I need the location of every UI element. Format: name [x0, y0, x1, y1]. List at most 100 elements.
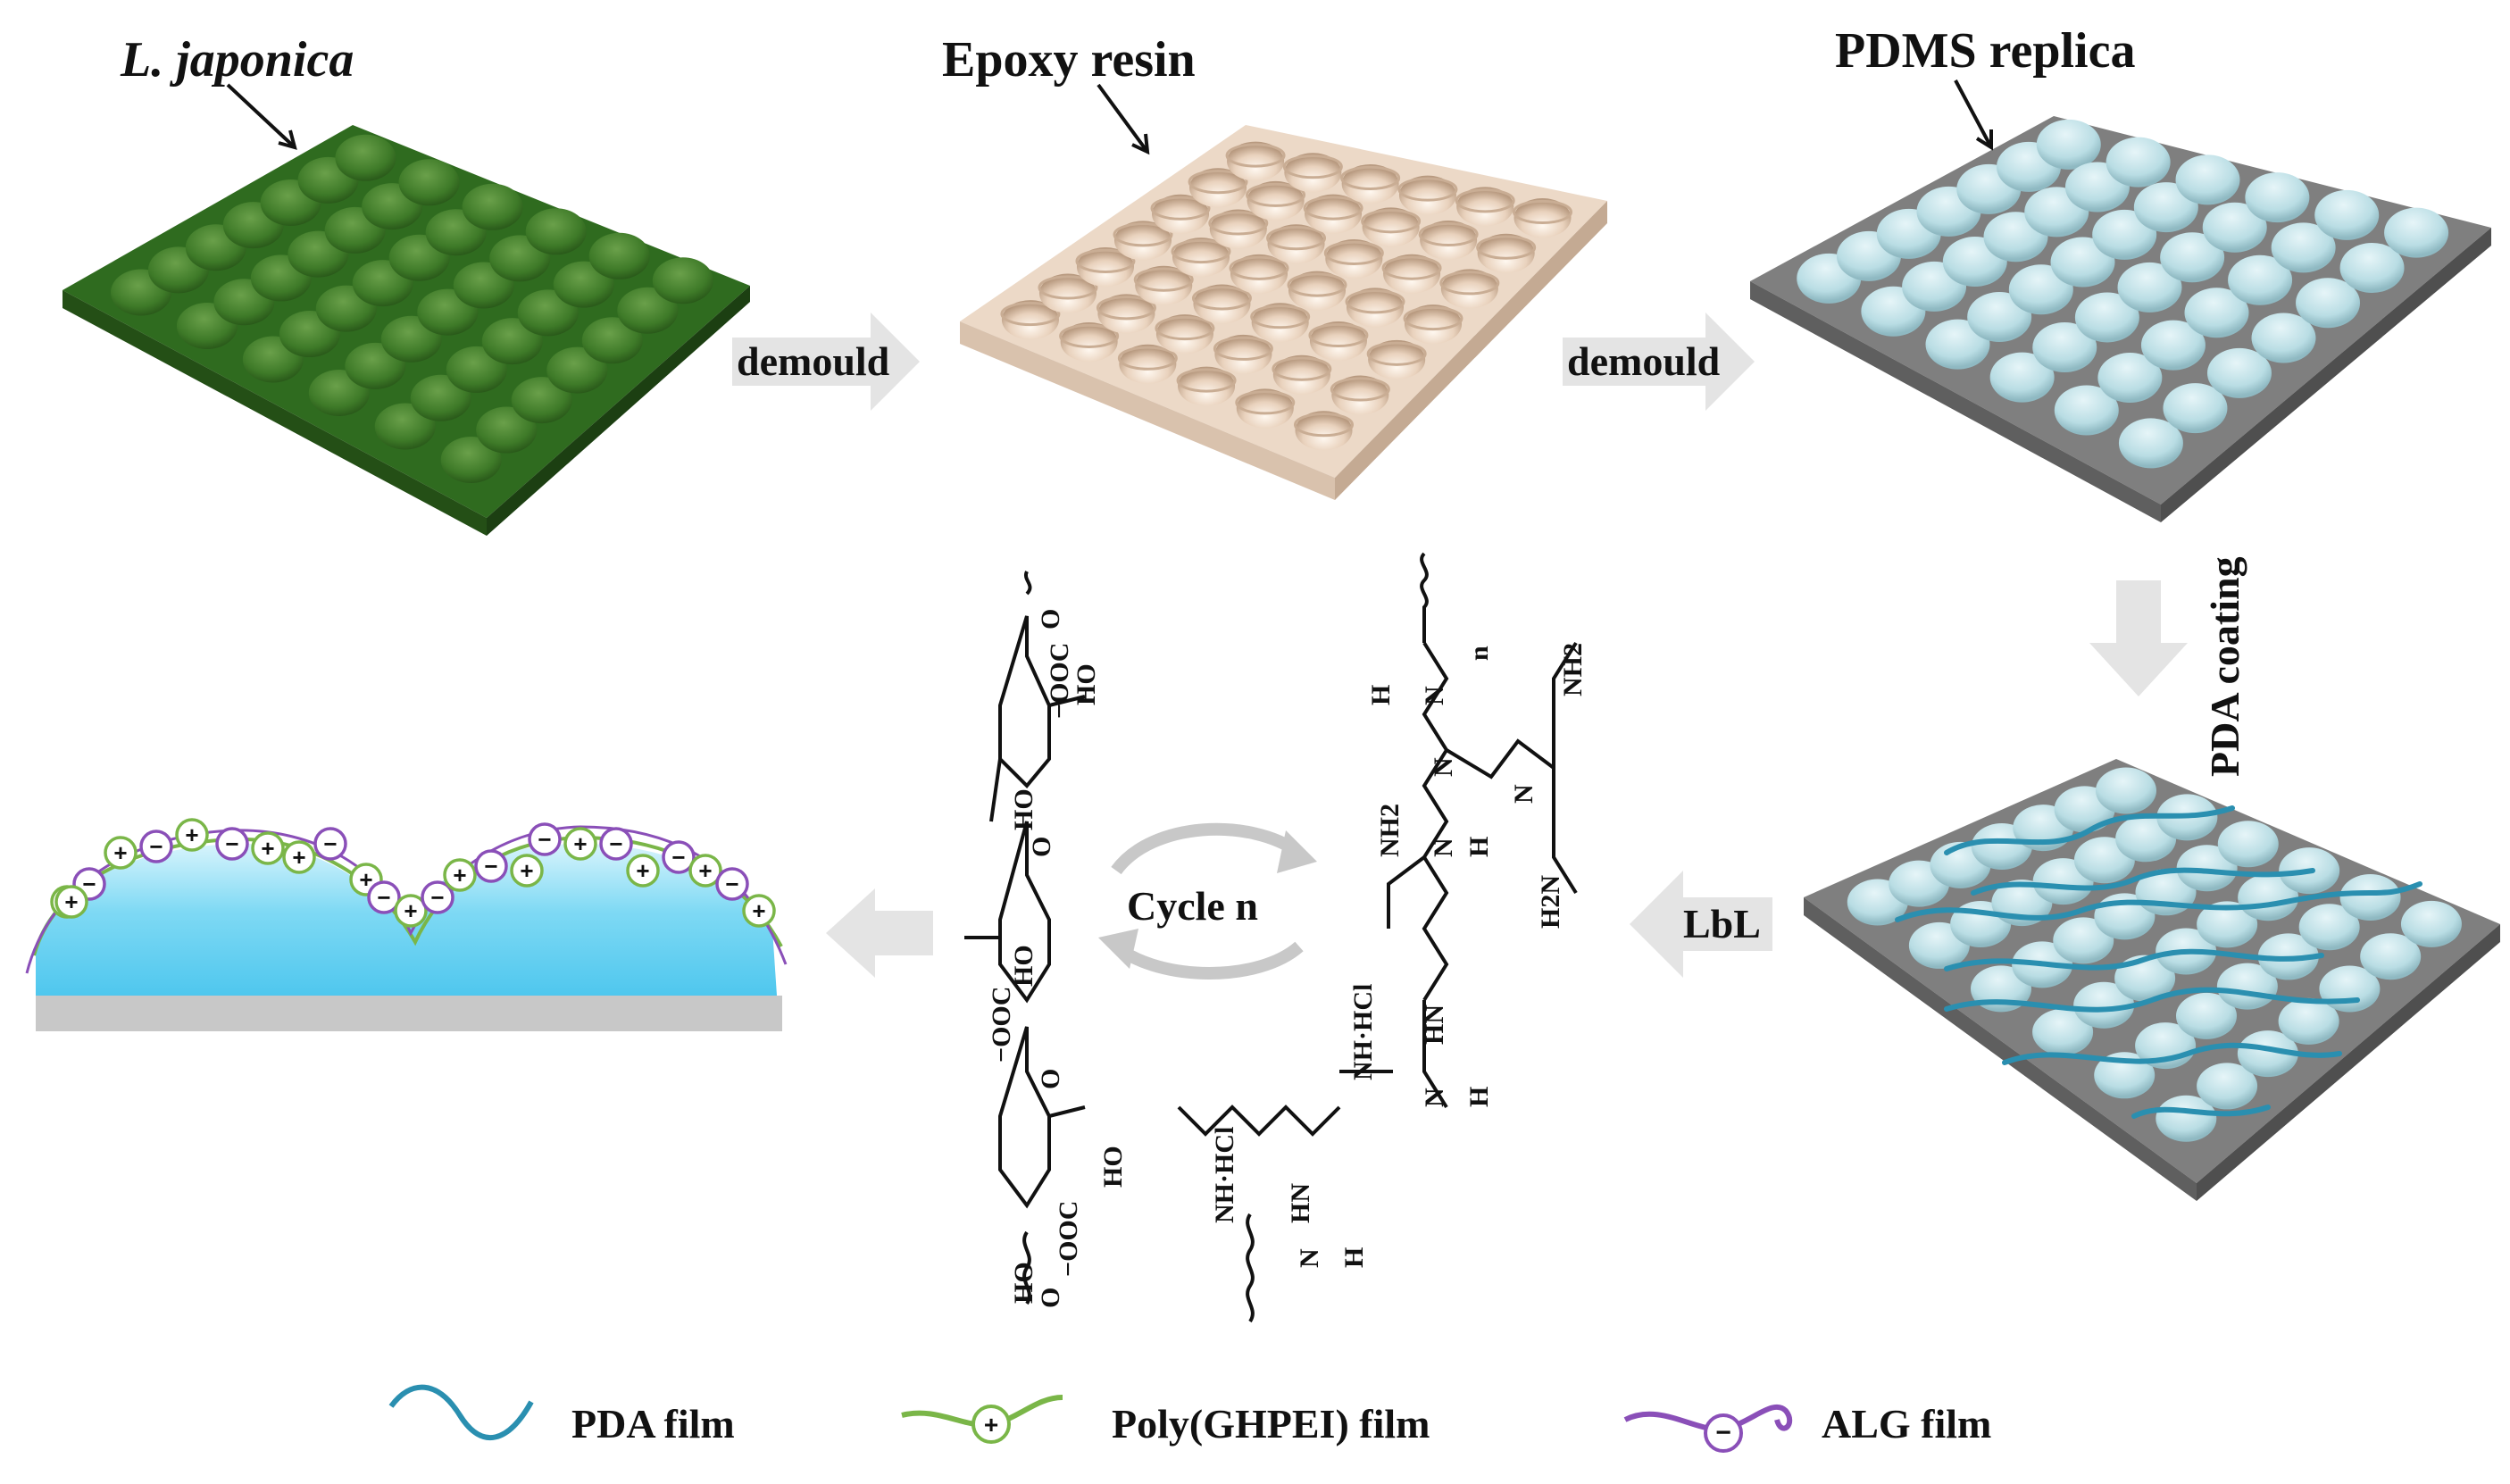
pdms-bump	[1989, 352, 2055, 403]
epoxy-cavity	[1305, 194, 1363, 234]
positive-charge-icon	[175, 818, 209, 852]
epoxy-cavity	[1214, 334, 1272, 374]
pei-hn-2: HN	[1286, 1183, 1315, 1223]
alg-cooh-1: −OOC	[1045, 642, 1074, 719]
pei-n-6: N	[1295, 1248, 1324, 1268]
pdms-bump	[2206, 347, 2272, 398]
epoxy-cavity	[1119, 344, 1177, 384]
leaf-papilla	[511, 377, 572, 424]
legend-pda-label: PDA film	[571, 1401, 735, 1446]
alg-o-4: O	[1036, 1287, 1065, 1308]
alg-ho-1: HO	[1072, 663, 1101, 705]
epoxy-cavity	[1247, 180, 1305, 221]
positive-charge-icon	[394, 894, 428, 928]
plus-glyph: +	[261, 835, 274, 862]
epoxy-cavity-rim	[1455, 188, 1515, 213]
coated-bump	[2238, 874, 2299, 921]
epoxy-cavity-rim	[1191, 286, 1252, 311]
epoxy-cavity-rim	[1059, 323, 1120, 348]
coated-bump	[2114, 955, 2176, 1002]
plus-glyph: +	[698, 857, 712, 884]
coated-bump	[2298, 904, 2360, 951]
coated-bump	[2217, 821, 2279, 868]
plus-glyph: +	[453, 862, 466, 888]
epoxy-cavity	[1295, 411, 1353, 451]
positive-charge-icon	[54, 885, 88, 919]
legend-alg-label: ALG film	[1822, 1401, 1992, 1446]
legend-ghpei-icon: +	[901, 1395, 1063, 1444]
negative-charge-icon	[313, 827, 347, 861]
epoxy-cavity	[1383, 254, 1441, 294]
pei-n-1: N	[1420, 686, 1449, 705]
epoxy-cavity	[1209, 209, 1267, 249]
negative-charge-icon	[528, 822, 562, 856]
coated-bump	[2053, 917, 2114, 964]
epoxy-cavity-rim	[1282, 154, 1343, 179]
coated-bump	[2095, 767, 2156, 814]
minus-glyph: −	[725, 871, 738, 897]
positive-charge-icon	[510, 854, 544, 888]
leaf-surface	[63, 125, 750, 536]
negative-charge-icon	[474, 849, 508, 883]
plus-glyph: +	[520, 857, 533, 884]
pei-n-3: N	[1509, 784, 1539, 804]
pdms-bump	[2163, 383, 2228, 434]
pdms-replica	[1750, 116, 2491, 522]
epoxy-cavity-rim	[1287, 272, 1347, 297]
epoxy-cavity-rim	[1225, 143, 1286, 168]
pei-n-2: N	[1429, 757, 1458, 777]
alg-ho-4: HO	[1098, 1146, 1128, 1188]
label-cycle-n: Cycle n	[1127, 883, 1258, 929]
pdms-bump	[2074, 292, 2139, 343]
epoxy-cavity-rim	[1330, 377, 1390, 402]
pdms-bump	[2054, 385, 2119, 436]
leaf-papilla	[398, 159, 460, 206]
pdms-bump	[2228, 254, 2293, 305]
epoxy-cavity	[1135, 265, 1193, 305]
epoxy-cavity	[1362, 207, 1420, 247]
epoxy-cavity	[1114, 221, 1172, 261]
arrow-demould-1	[732, 313, 920, 411]
epoxy-cavity-rim	[1150, 196, 1211, 221]
epoxy-cavity-rim	[1213, 336, 1273, 361]
pdms-bump	[2097, 353, 2163, 404]
epoxy-cavity	[1398, 175, 1456, 215]
legend-ghpei-label: Poly(GHPEI) film	[1112, 1401, 1430, 1446]
alg-ho-5: HO	[1009, 1262, 1038, 1304]
minus-glyph: −	[225, 830, 238, 857]
minus-glyph: −	[149, 833, 163, 860]
epoxy-cavity	[1178, 366, 1236, 406]
epoxy-cavity-rim	[1229, 255, 1289, 280]
alg-ho-3: HO	[1009, 945, 1038, 987]
coated-bump	[2032, 1008, 2094, 1055]
pei-nh-hcl-1: NH·HCl	[1348, 983, 1378, 1080]
label-demould-1: demould	[737, 338, 890, 384]
epoxy-cavity-rim	[1294, 413, 1354, 438]
positive-charge-icon	[688, 854, 722, 888]
legend-pda-icon	[388, 1384, 534, 1441]
label-lbl: LbL	[1683, 901, 1761, 946]
negative-charge-icon	[421, 880, 454, 914]
epoxy-cavity	[1001, 300, 1059, 340]
plus-glyph: +	[292, 844, 305, 871]
pdms-bump	[2175, 154, 2240, 205]
coated-bump	[2400, 900, 2462, 947]
label-demould-2: demould	[1567, 338, 1721, 384]
positive-charge-icon	[443, 858, 477, 892]
leaf-papilla	[652, 257, 713, 304]
pei-n-5: N	[1420, 1088, 1449, 1107]
epoxy-cavity	[1420, 221, 1478, 261]
epoxy-cavity	[1189, 168, 1247, 208]
plus-glyph: +	[359, 866, 372, 893]
pei-nh2-1: NH2	[1558, 643, 1588, 696]
negative-charge-icon	[662, 840, 696, 874]
pdms-bump	[2032, 322, 2097, 373]
pdms-bump	[2251, 313, 2316, 363]
epoxy-cavity-rim	[1323, 240, 1384, 265]
epoxy-cavity-rim	[1476, 235, 1537, 260]
svg-text:+: +	[984, 1411, 998, 1438]
epoxy-cavity-rim	[1308, 322, 1369, 348]
pei-h-1: H	[1366, 684, 1396, 705]
epoxy-cavity	[1309, 321, 1367, 362]
positive-charge-icon	[251, 831, 285, 865]
